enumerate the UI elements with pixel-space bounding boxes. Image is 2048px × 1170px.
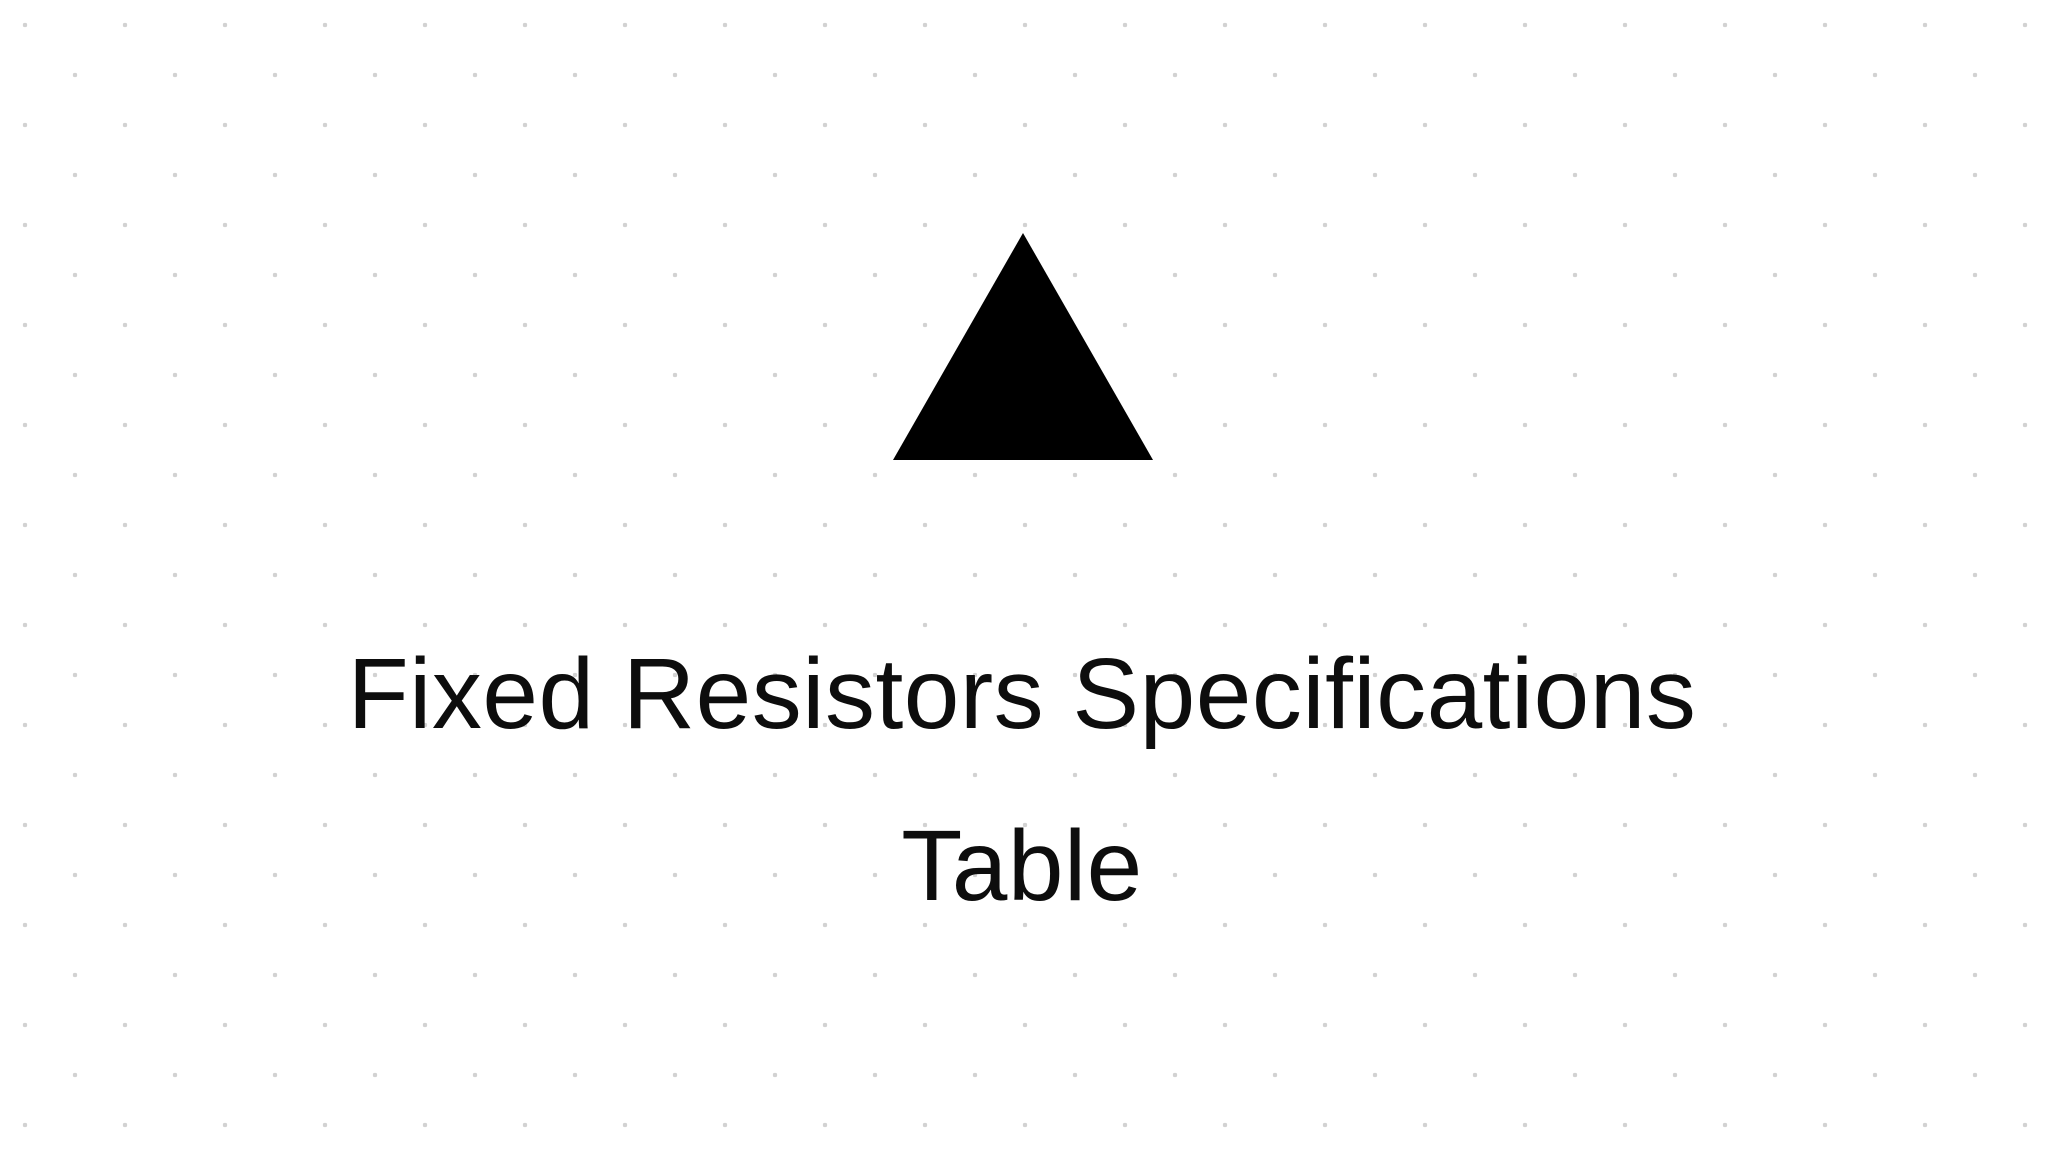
diagram-title[interactable]: Fixed Resistors Specifications Table (347, 638, 1697, 922)
triangle-polygon (893, 233, 1153, 460)
triangle-shape[interactable] (893, 233, 1153, 460)
